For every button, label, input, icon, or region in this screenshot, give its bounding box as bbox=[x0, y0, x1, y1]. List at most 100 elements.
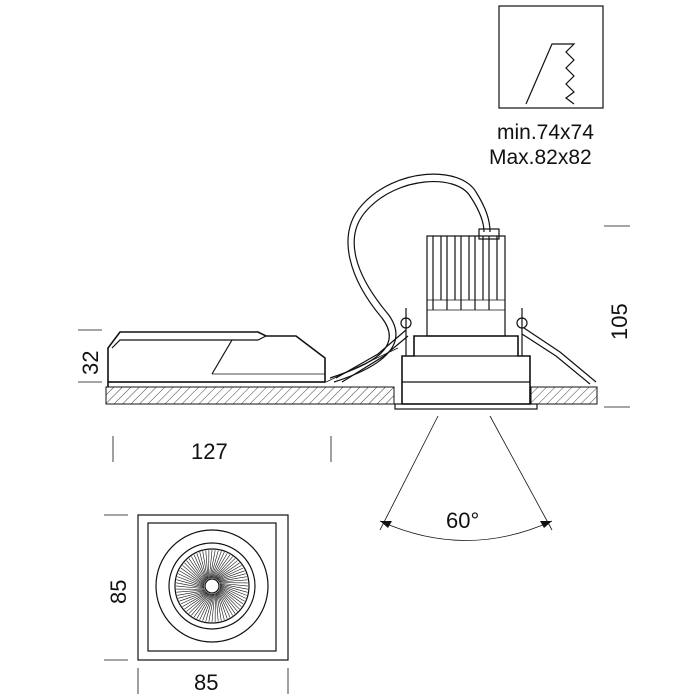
lens-ray bbox=[212, 553, 228, 579]
lens-ray bbox=[179, 570, 205, 586]
driver-box bbox=[107, 331, 326, 387]
lens-ray bbox=[210, 550, 219, 579]
lens-ray bbox=[218, 573, 246, 582]
lens-ray bbox=[199, 593, 213, 620]
lens-ray bbox=[209, 550, 216, 579]
ceiling-section bbox=[105, 386, 598, 405]
lens-ray bbox=[193, 554, 207, 581]
lens-ray bbox=[186, 593, 209, 612]
housing bbox=[401, 335, 531, 405]
front-view: 85 85 bbox=[104, 514, 289, 695]
lens-ray bbox=[186, 560, 205, 583]
spring-clip-right bbox=[516, 308, 597, 385]
dim-front-height-label: 85 bbox=[106, 580, 131, 604]
lens-ray bbox=[216, 565, 242, 580]
lens-ray bbox=[213, 554, 231, 579]
lens-ray bbox=[218, 576, 247, 582]
lens-ray bbox=[219, 583, 248, 590]
connector-block bbox=[478, 228, 500, 240]
lens-ray bbox=[205, 550, 209, 580]
lens-ray bbox=[219, 584, 248, 593]
front-inner-frame bbox=[147, 522, 277, 652]
lens-ray bbox=[182, 565, 205, 585]
dim-fixture-height-label: 105 bbox=[607, 303, 632, 340]
lens-ray bbox=[214, 558, 236, 579]
cutout-max-label: Max.82x82 bbox=[489, 146, 592, 169]
lens-ray bbox=[208, 593, 215, 622]
beam-angle: 60° bbox=[379, 415, 553, 541]
lens-ray bbox=[218, 590, 233, 616]
dim-fixture-height: 105 bbox=[604, 225, 632, 408]
lens-ray bbox=[217, 591, 231, 618]
cable bbox=[325, 173, 491, 383]
ceiling-left-hatch bbox=[105, 386, 395, 405]
lens-ray bbox=[188, 593, 210, 614]
lens-ray bbox=[215, 562, 240, 580]
lens-ray bbox=[196, 593, 212, 619]
beam-angle-label: 60° bbox=[446, 508, 479, 533]
lens-ray bbox=[177, 590, 206, 596]
lens-ray bbox=[211, 593, 216, 623]
lens-ray bbox=[219, 585, 247, 596]
cable-wire-inner bbox=[333, 180, 485, 383]
lens-ray bbox=[176, 589, 206, 593]
lens-ray bbox=[217, 570, 245, 581]
lens-ray bbox=[178, 590, 206, 599]
dim-driver-height-label: 32 bbox=[78, 351, 103, 375]
dim-driver-height: 32 bbox=[78, 329, 103, 383]
lens-ray bbox=[216, 592, 225, 620]
lens-ray bbox=[184, 562, 205, 584]
cutout-min-label: min.74x74 bbox=[497, 121, 594, 144]
dim-driver-width: 127 bbox=[112, 436, 332, 464]
front-lens-rays bbox=[175, 549, 249, 623]
lens-ray bbox=[219, 587, 242, 607]
lens-ray bbox=[182, 592, 208, 607]
lens-ray bbox=[184, 592, 209, 610]
lens-ray bbox=[191, 593, 211, 616]
beam-arc bbox=[379, 520, 553, 541]
lens-ray bbox=[205, 593, 214, 622]
lens-ray bbox=[202, 593, 213, 621]
lens-ray bbox=[219, 585, 246, 599]
ceiling-right-hatch bbox=[530, 386, 598, 405]
dim-driver-width-label: 127 bbox=[191, 439, 228, 464]
cutout-detail: min.74x74 Max.82x82 bbox=[489, 5, 604, 169]
front-lens-center bbox=[204, 578, 220, 594]
front-reflector-mid bbox=[168, 542, 256, 630]
heatsink bbox=[426, 235, 506, 337]
lens-ray bbox=[211, 551, 222, 579]
front-reflector-outer bbox=[155, 529, 269, 643]
lens-ray bbox=[216, 592, 222, 621]
lens-ray bbox=[218, 589, 236, 614]
lens-ray bbox=[219, 588, 240, 610]
cable-wire-outer bbox=[329, 173, 491, 379]
spring-clip-left bbox=[335, 308, 412, 383]
lens-ray bbox=[176, 579, 205, 588]
beam-arrow-left bbox=[380, 521, 392, 528]
lens-ray bbox=[193, 593, 211, 618]
lens-ray bbox=[211, 552, 225, 579]
lens-ray bbox=[178, 573, 205, 587]
fixture-body bbox=[335, 228, 597, 410]
lens-ray bbox=[199, 552, 208, 580]
lens-ray bbox=[217, 567, 244, 581]
front-lens-outer bbox=[174, 548, 250, 624]
lens-ray bbox=[175, 585, 205, 590]
lens-ray bbox=[191, 556, 206, 582]
lens-ray bbox=[208, 549, 213, 579]
cutout-jagged-edge bbox=[525, 43, 576, 105]
lens-ray bbox=[219, 587, 244, 605]
front-outer-frame bbox=[137, 514, 289, 661]
lens-ray bbox=[180, 591, 207, 605]
lens-ray bbox=[202, 551, 208, 580]
dim-front-width-label: 85 bbox=[194, 670, 218, 695]
lens-ray bbox=[213, 556, 233, 579]
lens-ray bbox=[219, 582, 249, 587]
trim-bezel bbox=[394, 403, 538, 410]
lens-ray bbox=[177, 576, 205, 587]
lens-ray bbox=[179, 591, 207, 602]
lens-ray bbox=[215, 592, 219, 622]
lens-ray bbox=[176, 582, 205, 589]
lens-ray bbox=[218, 579, 248, 583]
lens-ray bbox=[188, 558, 206, 583]
